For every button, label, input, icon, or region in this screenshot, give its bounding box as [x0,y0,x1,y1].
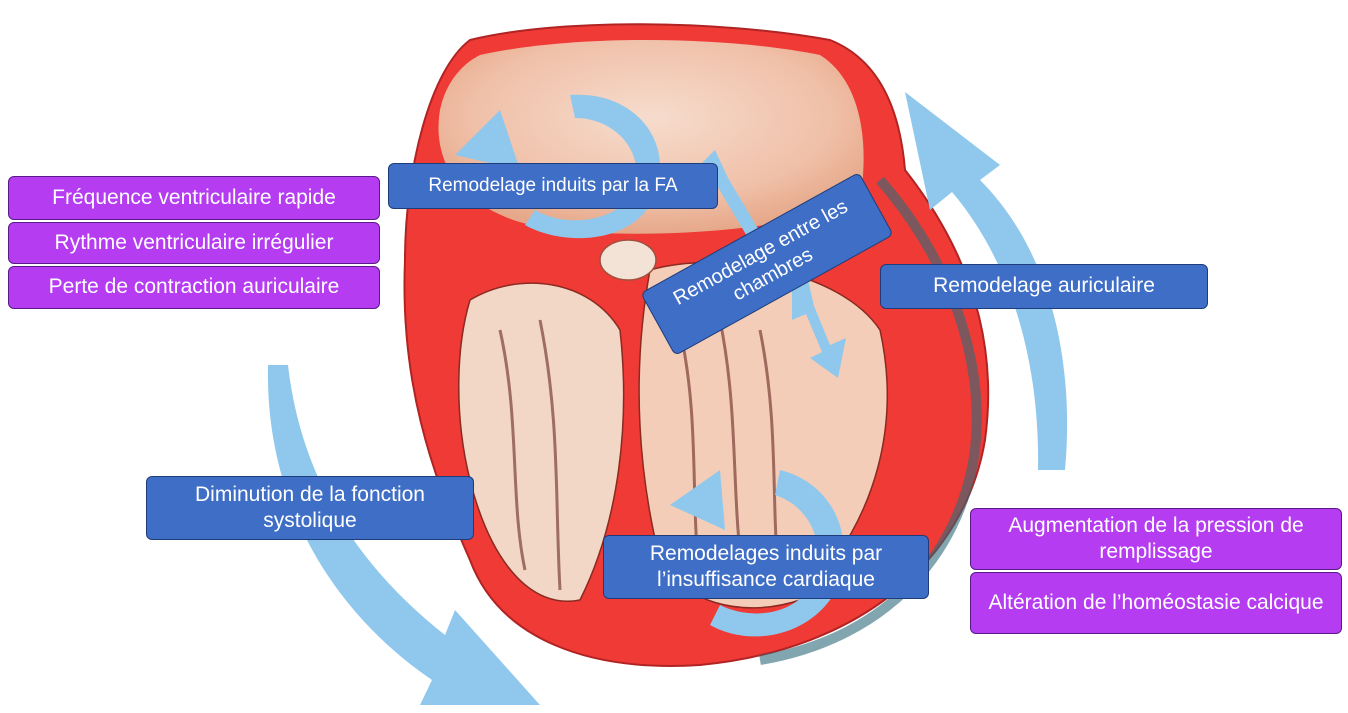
label-systolic-decrease: Diminution de la fonction systolique [146,476,474,540]
factor-filling-pressure: Augmentation de la pression de remplissa… [970,508,1342,570]
valve [600,240,656,280]
factor-calcium-homeostasis: Altération de l’homéostasie calcique [970,572,1342,634]
factor-irregular-ventricular-rhythm: Rythme ventriculaire irrégulier [8,222,380,264]
label-fa-remodeling: Remodelage induits par la FA [388,163,718,209]
label-atrial-remodeling: Remodelage auriculaire [880,264,1208,309]
factor-loss-atrial-contraction: Perte de contraction auriculaire [8,266,380,309]
factor-rapid-ventricular-rate: Fréquence ventriculaire rapide [8,176,380,220]
label-hf-remodeling: Remodelages induits par l’insuffisance c… [603,535,929,599]
